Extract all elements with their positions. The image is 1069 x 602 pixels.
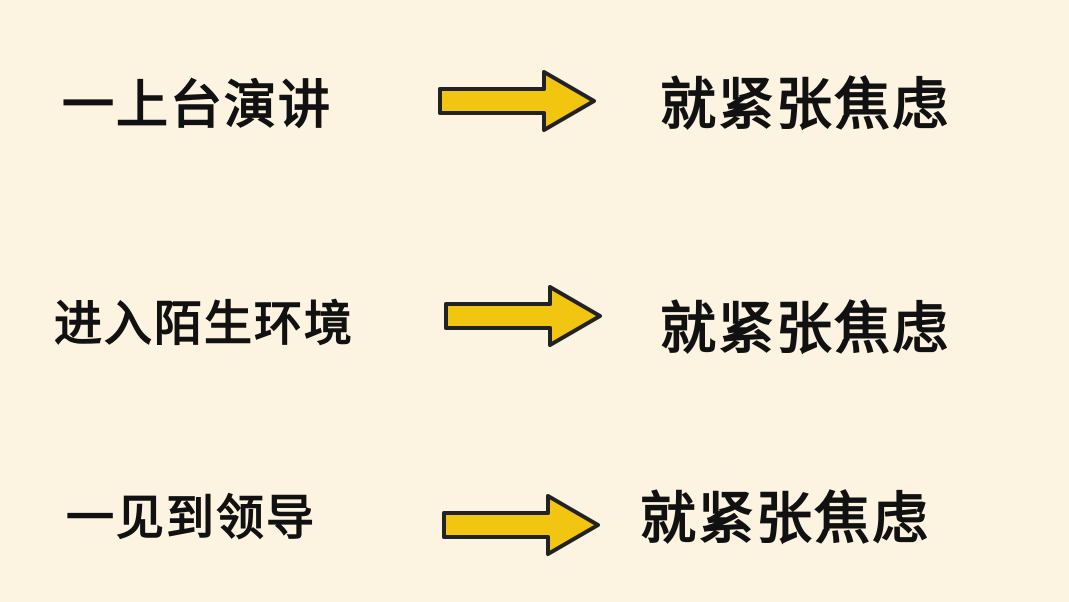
effect-text: 就紧张焦虑 <box>660 73 950 138</box>
cause-text: 一见到领导 <box>66 490 317 546</box>
right-arrow-icon <box>442 494 600 556</box>
right-arrow-icon <box>438 70 596 132</box>
cause-text: 一上台演讲 <box>62 76 333 136</box>
effect-text: 就紧张焦虑 <box>660 297 950 362</box>
cause-text: 进入陌生环境 <box>54 296 355 352</box>
effect-text: 就紧张焦虑 <box>640 487 930 552</box>
right-arrow-icon <box>444 285 602 347</box>
